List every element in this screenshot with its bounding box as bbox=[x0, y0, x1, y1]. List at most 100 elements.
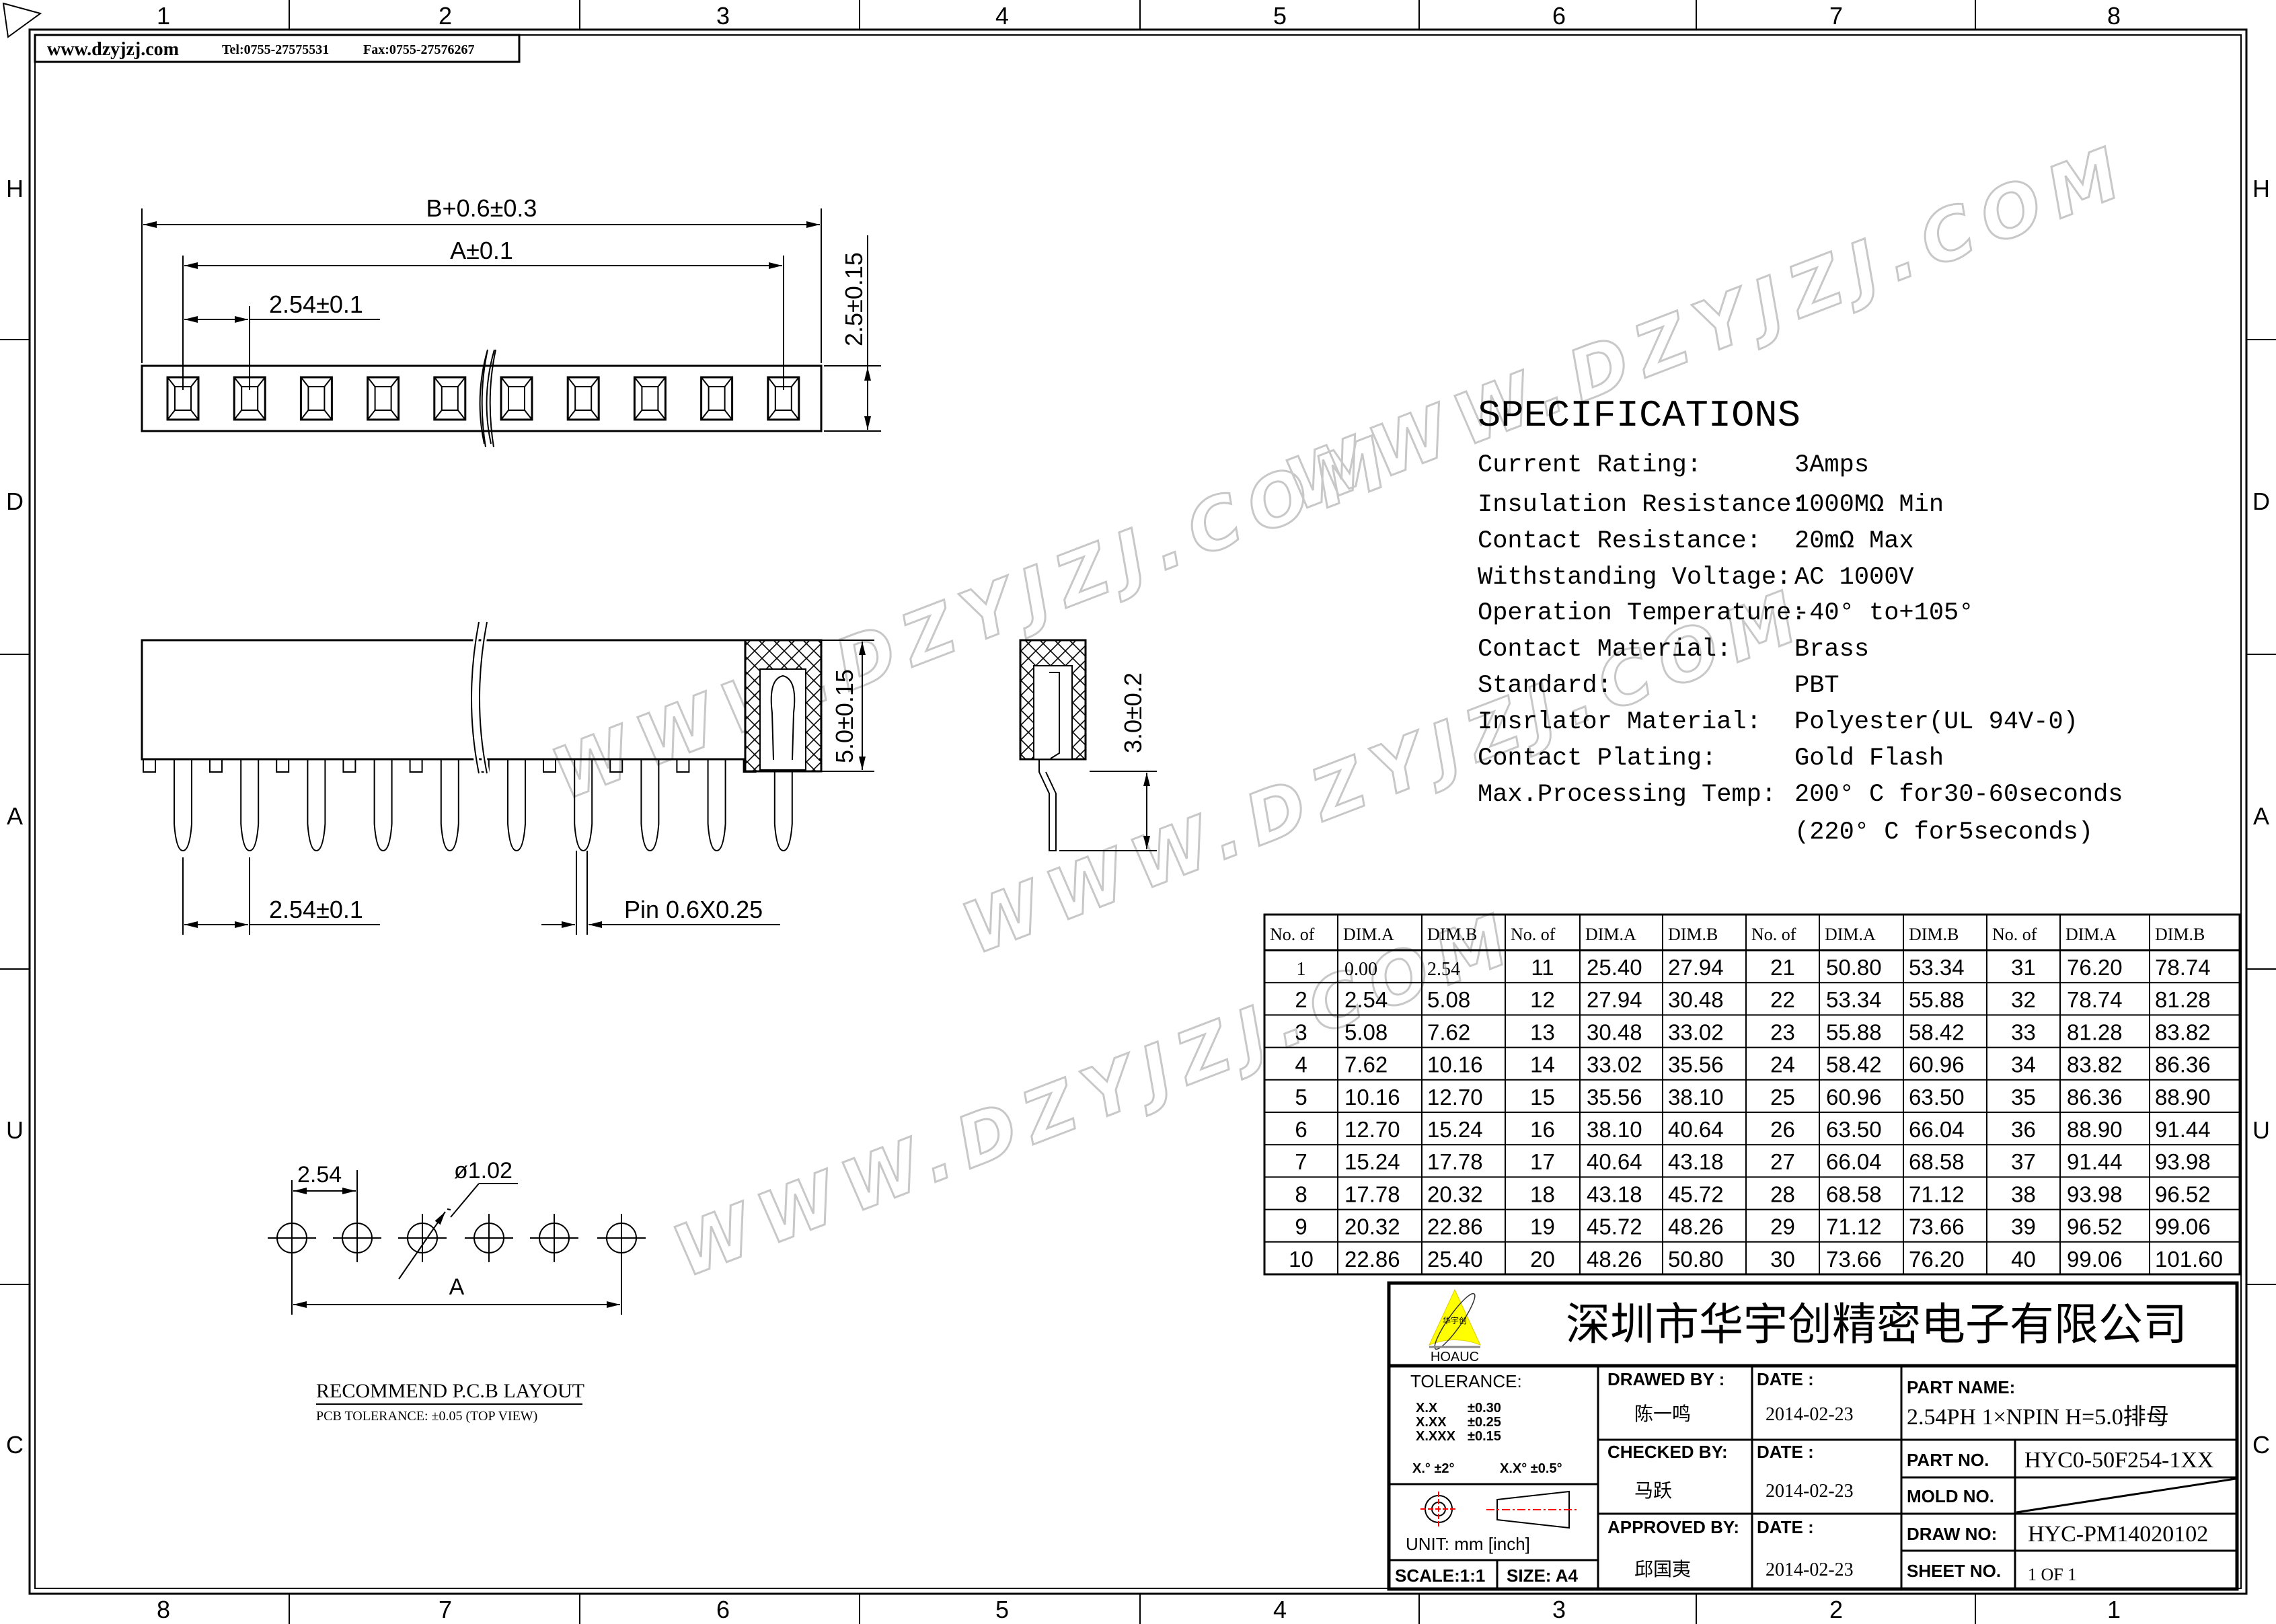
spec-label: Contact Resistance: bbox=[1478, 527, 1761, 555]
pin bbox=[307, 759, 326, 852]
spec-value: 20mΩ Max bbox=[1794, 527, 1914, 555]
dim-a-label: A±0.1 bbox=[450, 237, 513, 264]
table-header: DIM.A bbox=[2065, 925, 2117, 944]
title-block-border bbox=[1387, 1281, 2239, 1591]
pitch-label: 2.54±0.1 bbox=[269, 896, 363, 923]
spec-label: Contact Plating: bbox=[1478, 744, 1716, 773]
table-cell-dim-b: 101.60 bbox=[2155, 1247, 2223, 1272]
table-cell-dim-b: 83.82 bbox=[2155, 1019, 2211, 1044]
spec-value: PBT bbox=[1794, 672, 1839, 700]
table-cell-dim-b: 20.32 bbox=[1427, 1182, 1483, 1206]
side-view: 5.0±0.15 2.54±0.1 Pin 0.6X0.25 bbox=[141, 621, 874, 935]
frame-row-label: H bbox=[2252, 175, 2270, 202]
pcb-hole bbox=[597, 1214, 646, 1262]
frame-column-label: 5 bbox=[995, 1596, 1009, 1623]
table-cell-number: 7 bbox=[1295, 1149, 1307, 1174]
date-drawed: 2014-02-23 bbox=[1766, 1404, 1854, 1425]
table-cell-dim-b: 40.64 bbox=[1668, 1117, 1724, 1142]
table-cell-dim-a: 48.26 bbox=[1587, 1247, 1642, 1272]
pin-size-label: Pin 0.6X0.25 bbox=[624, 896, 763, 923]
orientation-mark-icon bbox=[2, 2, 42, 38]
table-cell-number: 5 bbox=[1295, 1085, 1307, 1110]
table-header: DIM.B bbox=[2155, 925, 2205, 944]
table-cell-dim-a: 60.96 bbox=[1826, 1085, 1882, 1110]
frame-row-label: D bbox=[6, 488, 24, 515]
spec-label: Standard: bbox=[1478, 672, 1612, 700]
table-cell-number: 23 bbox=[1770, 1019, 1795, 1044]
pcb-hole bbox=[333, 1214, 381, 1262]
table-cell-number: 25 bbox=[1770, 1085, 1795, 1110]
end-view-cavity bbox=[1033, 665, 1073, 760]
table-cell-dim-a: 50.80 bbox=[1826, 955, 1882, 980]
date-label: DATE : bbox=[1757, 1442, 1814, 1462]
frame-column-label: 5 bbox=[1273, 2, 1287, 30]
table-cell-number: 37 bbox=[2011, 1149, 2036, 1174]
pin bbox=[373, 759, 393, 852]
frame-column-label: 7 bbox=[1829, 2, 1843, 30]
frame-row-label: U bbox=[6, 1116, 24, 1144]
table-cell-number: 30 bbox=[1770, 1247, 1795, 1272]
table-header: DIM.B bbox=[1909, 925, 1959, 944]
angle-tolerance: X.° ±2° bbox=[1412, 1461, 1455, 1476]
pin bbox=[773, 759, 793, 852]
spec-value: Polyester(UL 94V-0) bbox=[1794, 708, 2078, 736]
table-cell-dim-a: 73.66 bbox=[1826, 1247, 1882, 1272]
table-cell-number: 13 bbox=[1530, 1019, 1555, 1044]
spec-label: Current Rating: bbox=[1478, 451, 1702, 479]
table-cell-dim-b: 5.08 bbox=[1427, 987, 1470, 1012]
scale-label: SCALE:1:1 bbox=[1395, 1565, 1485, 1586]
mold-no-empty-diagonal bbox=[2016, 1477, 2236, 1514]
pcb-hole bbox=[530, 1214, 578, 1262]
table-cell-number: 27 bbox=[1770, 1149, 1795, 1174]
table-header: No. of bbox=[1270, 925, 1315, 944]
spec-value: AC 1000V bbox=[1794, 564, 1914, 592]
table-header: DIM.A bbox=[1343, 925, 1394, 944]
table-cell-dim-b: 7.62 bbox=[1427, 1019, 1470, 1044]
table-cell-number: 16 bbox=[1530, 1117, 1555, 1142]
table-cell-number: 1 bbox=[1297, 959, 1306, 980]
spec-label: Contact Material: bbox=[1478, 635, 1731, 664]
tolerance-key: X.XXX bbox=[1416, 1429, 1456, 1444]
spec-label: Insrlator Material: bbox=[1478, 708, 1761, 736]
pcb-pitch-label: 2.54 bbox=[297, 1162, 342, 1188]
sheet-no-label: SHEET NO. bbox=[1907, 1561, 2001, 1581]
table-cell-number: 33 bbox=[2011, 1019, 2036, 1044]
table-cell-dim-a: 86.36 bbox=[2067, 1085, 2123, 1110]
frame-row-label: A bbox=[7, 802, 23, 830]
table-cell-number: 2 bbox=[1295, 987, 1307, 1012]
part-name: 2.54PH 1×NPIN H=5.0排母 bbox=[1907, 1404, 2169, 1430]
tolerance-value: ±0.30 bbox=[1468, 1401, 1501, 1416]
table-cell-number: 6 bbox=[1295, 1117, 1307, 1142]
size-label: SIZE: A4 bbox=[1507, 1565, 1578, 1586]
end-view: 3.0±0.2 bbox=[1019, 639, 1157, 851]
date-label: DATE : bbox=[1757, 1369, 1814, 1389]
table-cell-dim-b: 81.28 bbox=[2155, 987, 2211, 1012]
table-cell-number: 12 bbox=[1530, 987, 1555, 1012]
end-view-contact bbox=[1038, 672, 1060, 851]
frame-column-label: 4 bbox=[995, 2, 1009, 30]
spec-label: Withstanding Voltage: bbox=[1478, 564, 1791, 592]
pin bbox=[507, 759, 526, 852]
table-cell-number: 21 bbox=[1770, 955, 1795, 980]
table-cell-number: 15 bbox=[1530, 1085, 1555, 1110]
table-cell-dim-a: 22.86 bbox=[1344, 1247, 1400, 1272]
table-cell-dim-a: 68.58 bbox=[1826, 1182, 1882, 1206]
side-view-pins bbox=[143, 759, 793, 852]
table-cell-dim-b: 93.98 bbox=[2155, 1149, 2211, 1174]
table-cell-dim-a: 66.04 bbox=[1826, 1149, 1882, 1174]
frame-column-label: 7 bbox=[439, 1596, 452, 1623]
table-cell-number: 34 bbox=[2011, 1052, 2036, 1077]
table-cell-dim-a: 88.90 bbox=[2067, 1117, 2123, 1142]
table-cell-dim-a: 78.74 bbox=[2067, 987, 2123, 1012]
table-cell-dim-a: 38.10 bbox=[1587, 1117, 1642, 1142]
spec-value: 1000MΩ Min bbox=[1794, 491, 1944, 519]
contact-opening bbox=[566, 376, 600, 421]
table-cell-dim-a: 2.54 bbox=[1344, 987, 1388, 1012]
table-cell-number: 35 bbox=[2011, 1085, 2036, 1110]
table-cell-number: 11 bbox=[1531, 955, 1554, 980]
table-cell-dim-b: 25.40 bbox=[1427, 1247, 1483, 1272]
table-cell-dim-a: 15.24 bbox=[1344, 1149, 1400, 1174]
table-cell-dim-a: 83.82 bbox=[2067, 1052, 2123, 1077]
